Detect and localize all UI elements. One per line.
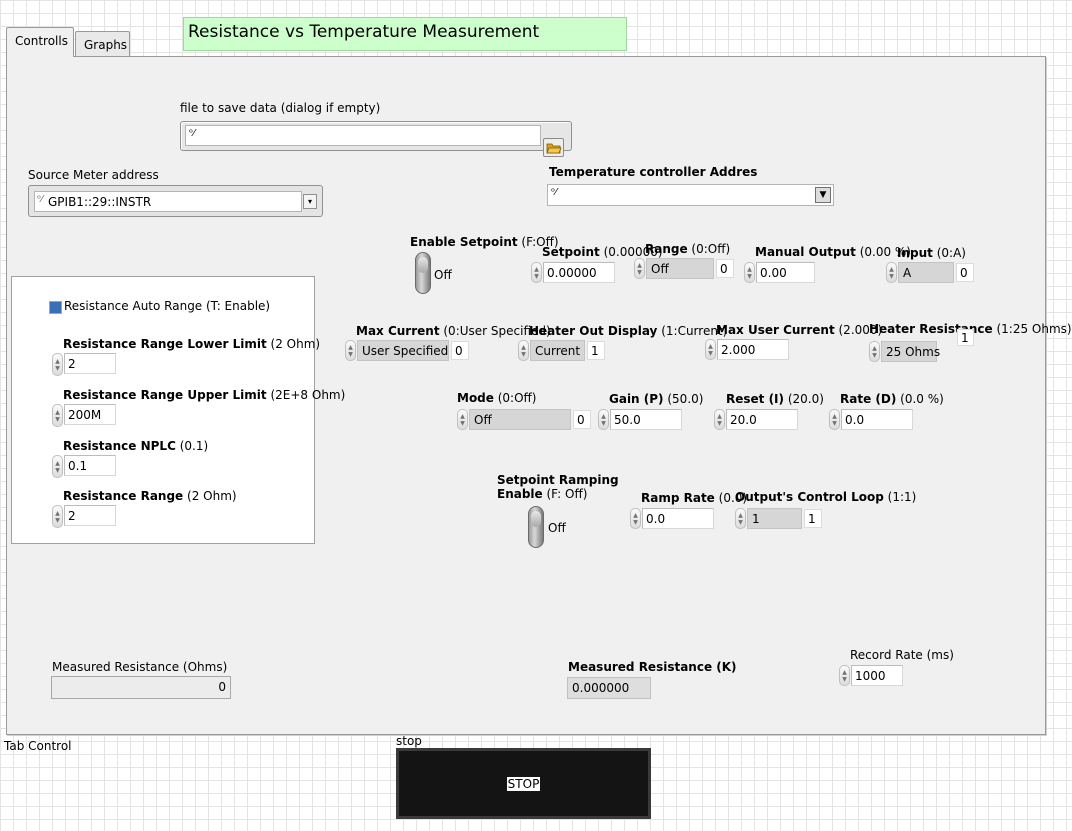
path-icon: ᵒ⁄ xyxy=(189,128,195,139)
reset-label: Reset (I) (20.0) xyxy=(726,392,824,406)
rate-stepper[interactable]: ▲▼ xyxy=(829,409,840,430)
record-rate-input[interactable]: 1000 xyxy=(851,665,903,686)
manual-output-stepper[interactable]: ▲▼ xyxy=(744,262,755,283)
mode-ring[interactable]: Off xyxy=(469,409,571,430)
input-label: Input (0:A) xyxy=(897,246,966,260)
stop-button-text: STOP xyxy=(506,776,541,791)
record-rate-label: Record Rate (ms) xyxy=(850,648,954,662)
lower-limit-stepper[interactable]: ▲▼ xyxy=(52,353,63,376)
enable-setpoint-toggle[interactable] xyxy=(415,252,431,294)
setpoint-ramping-toggle[interactable] xyxy=(528,506,544,548)
rate-input[interactable]: 0.0 xyxy=(841,409,913,430)
rate-label: Rate (D) (0.0 %) xyxy=(840,392,944,406)
tab-graphs[interactable]: Graphs xyxy=(75,31,130,57)
range-ring[interactable]: Off xyxy=(646,258,714,279)
auto-range-checkbox[interactable] xyxy=(49,301,62,314)
chevron-down-icon: ▼ xyxy=(819,190,827,200)
lower-limit-label: Resistance Range Lower Limit (2 Ohm) xyxy=(63,337,321,351)
temp-controller-dropdown-button[interactable]: ▼ xyxy=(815,187,831,203)
enable-setpoint-label: Enable Setpoint (F:Off) xyxy=(410,235,559,249)
temp-controller-input[interactable]: ᵒ⁄ xyxy=(547,184,834,206)
chevron-down-icon: ▾ xyxy=(307,197,312,206)
reset-input[interactable]: 20.0 xyxy=(726,409,798,430)
upper-limit-label: Resistance Range Upper Limit (2E+8 Ohm) xyxy=(63,388,346,402)
setpoint-input[interactable]: 0.00000 xyxy=(543,262,615,283)
browse-folder-button[interactable] xyxy=(543,138,564,157)
manual-output-label: Manual Output (0.00 %) xyxy=(755,245,911,259)
measured-resistance-k-indicator: 0.000000 xyxy=(567,677,651,699)
auto-range-label: Resistance Auto Range (T: Enable) xyxy=(64,299,271,313)
resistance-range-label: Resistance Range (2 Ohm) xyxy=(63,489,237,503)
gain-stepper[interactable]: ▲▼ xyxy=(598,409,609,430)
ramp-rate-label: Ramp Rate (0.0) xyxy=(641,491,748,505)
enable-setpoint-state: Off xyxy=(434,268,452,282)
mode-index: 0 xyxy=(573,410,591,429)
input-index: 0 xyxy=(956,263,974,282)
stop-label: stop xyxy=(396,734,422,748)
upper-limit-stepper[interactable]: ▲▼ xyxy=(52,404,63,427)
heater-out-display-stepper[interactable]: ▲▼ xyxy=(518,340,529,361)
range-label: Range (0:Off) xyxy=(645,242,731,256)
max-current-index: 0 xyxy=(451,341,469,360)
heater-resistance-stepper[interactable]: ▲▼ xyxy=(869,341,880,362)
nplc-input[interactable]: 0.1 xyxy=(64,455,116,476)
setpoint-ramping-state: Off xyxy=(548,521,566,535)
io-icon: ᵒ⁄ xyxy=(37,194,43,205)
setpoint-stepper[interactable]: ▲▼ xyxy=(531,262,542,283)
source-meter-input[interactable]: ᵒ⁄ GPIB1::29::INSTR xyxy=(34,191,302,212)
control-loop-index: 1 xyxy=(804,509,822,528)
control-loop-label: Output's Control Loop (1:1) xyxy=(735,490,917,504)
max-current-label: Max Current (0:User Specified) xyxy=(356,324,551,338)
control-loop-ring[interactable]: 1 xyxy=(747,508,802,529)
range-index: 0 xyxy=(716,259,734,278)
lower-limit-input[interactable]: 2 xyxy=(64,353,116,374)
temp-controller-label: Temperature controller Addres xyxy=(549,165,758,179)
heater-resistance-ring[interactable]: 25 Ohms xyxy=(881,341,940,362)
heater-out-display-ring[interactable]: Current xyxy=(530,340,585,361)
io-icon: ᵒ⁄ xyxy=(551,187,557,198)
mode-stepper[interactable]: ▲▼ xyxy=(457,409,468,430)
record-rate-stepper[interactable]: ▲▼ xyxy=(839,665,850,686)
input-ring[interactable]: A xyxy=(898,262,954,283)
measured-resistance-ohms-label: Measured Resistance (Ohms) xyxy=(52,660,228,674)
folder-icon xyxy=(546,143,562,154)
nplc-stepper[interactable]: ▲▼ xyxy=(52,455,63,478)
control-loop-stepper[interactable]: ▲▼ xyxy=(735,508,746,529)
tab-controlls[interactable]: Controlls xyxy=(6,27,74,57)
gain-label: Gain (P) (50.0) xyxy=(609,392,704,406)
max-user-current-input[interactable]: 2.000 xyxy=(717,339,789,360)
reset-stepper[interactable]: ▲▼ xyxy=(714,409,725,430)
mode-label: Mode (0:Off) xyxy=(457,391,537,405)
file-path-input[interactable]: ᵒ⁄ xyxy=(185,125,541,146)
heater-out-display-index: 1 xyxy=(587,341,605,360)
input-stepper[interactable]: ▲▼ xyxy=(886,262,897,283)
file-path-label: file to save data (dialog if empty) xyxy=(180,101,381,115)
heater-out-display-label: Heater Out Display (1:Current) xyxy=(529,324,728,338)
max-current-stepper[interactable]: ▲▼ xyxy=(345,340,356,361)
max-user-current-label: Max User Current (2.000) xyxy=(716,323,883,337)
ramp-rate-stepper[interactable]: ▲▼ xyxy=(630,508,641,529)
stop-button[interactable]: STOP xyxy=(396,748,651,819)
max-current-ring[interactable]: User Specified xyxy=(357,340,449,361)
nplc-label: Resistance NPLC (0.1) xyxy=(63,439,209,453)
resistance-range-stepper[interactable]: ▲▼ xyxy=(52,505,63,528)
gain-input[interactable]: 50.0 xyxy=(610,409,682,430)
max-user-current-stepper[interactable]: ▲▼ xyxy=(705,339,716,360)
heater-resistance-index: 1 xyxy=(957,329,974,346)
measured-resistance-ohms-indicator: 0 xyxy=(51,676,231,699)
ramp-rate-input[interactable]: 0.0 xyxy=(642,508,714,529)
source-meter-dropdown-button[interactable]: ▾ xyxy=(303,194,317,209)
range-stepper[interactable]: ▲▼ xyxy=(634,258,645,279)
window-title: Resistance vs Temperature Measurement xyxy=(183,17,627,51)
resistance-range-input[interactable]: 2 xyxy=(64,505,116,526)
setpoint-label: Setpoint (0.00000) xyxy=(542,245,663,259)
manual-output-input[interactable]: 0.00 xyxy=(756,262,815,283)
source-meter-label: Source Meter address xyxy=(28,168,159,182)
tab-control-label: Tab Control xyxy=(4,739,72,753)
measured-resistance-k-label: Measured Resistance (K) xyxy=(568,660,737,674)
upper-limit-input[interactable]: 200M xyxy=(64,404,116,425)
